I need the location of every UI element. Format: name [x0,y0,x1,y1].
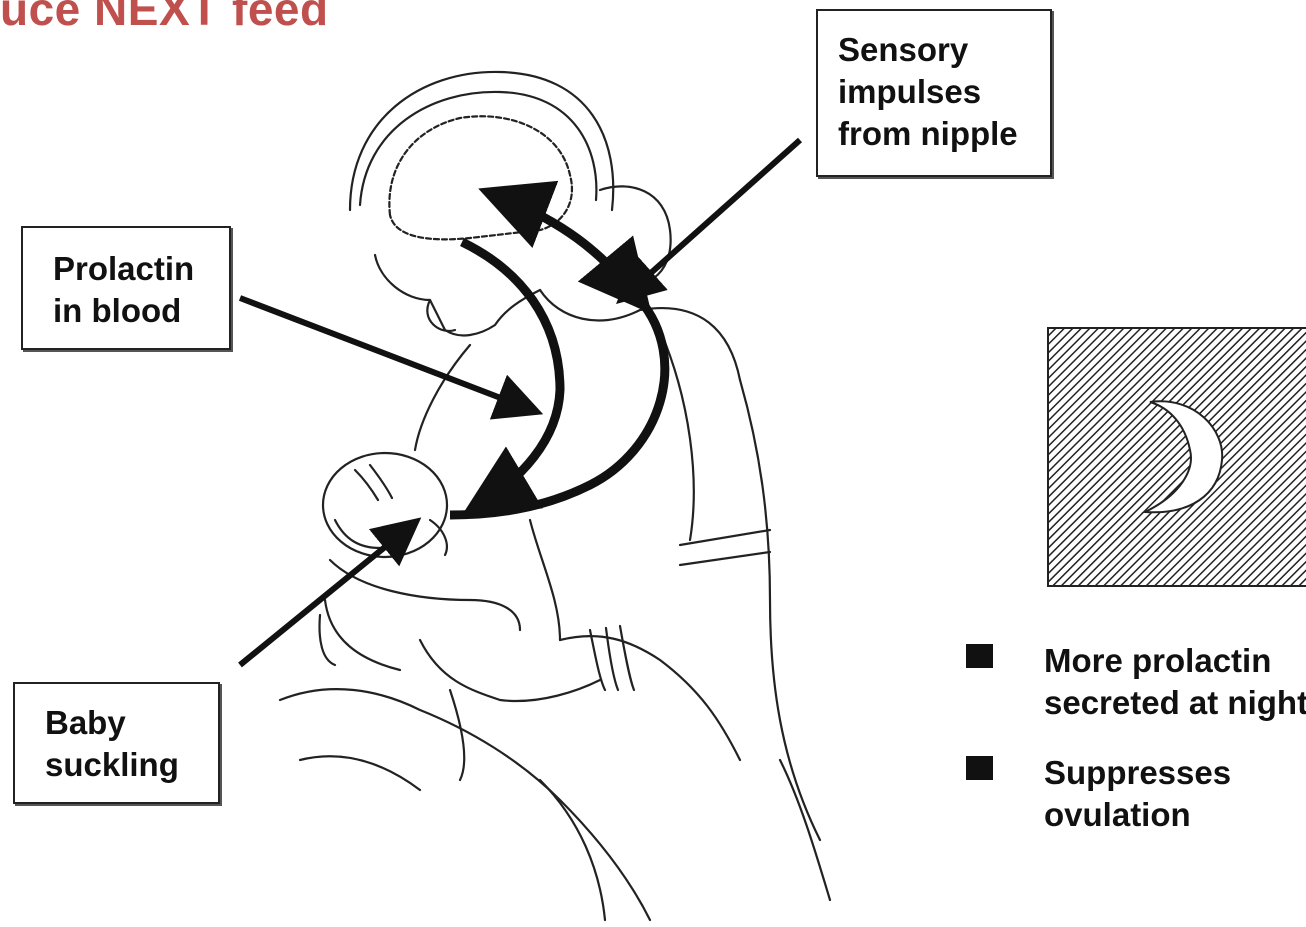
label-line: Sensory [838,29,1050,71]
bullet-line: secreted at night [1044,682,1306,724]
bullet-item: Suppresses ovulation [966,752,1306,836]
label-line: Baby [45,702,218,744]
bullet-list: More prolactin secreted at night Suppres… [966,640,1306,864]
bullet-item: More prolactin secreted at night [966,640,1306,724]
baby-pointer-arrow [240,525,412,665]
bullet-line: More prolactin [1044,640,1306,682]
label-line: suckling [45,744,218,786]
night-panel [1048,328,1306,586]
baby-figure [320,453,520,670]
prolactin-in-blood-label: Prolactin in blood [21,226,231,350]
bullet-line: ovulation [1044,794,1306,836]
label-line: from nipple [838,113,1050,155]
prolactin-pointer-arrow [240,298,532,410]
bullet-square-icon [966,644,993,668]
baby-suckling-label: Baby suckling [13,682,220,804]
sensory-impulses-label: Sensory impulses from nipple [816,9,1052,177]
bullet-square-icon [966,756,993,780]
label-line: impulses [838,71,1050,113]
sensory-pointer-arrow [625,140,800,296]
prolactin-flow-arrow [462,242,560,505]
label-line: Prolactin [53,248,229,290]
label-line: in blood [53,290,229,332]
bullet-line: Suppresses [1044,752,1306,794]
